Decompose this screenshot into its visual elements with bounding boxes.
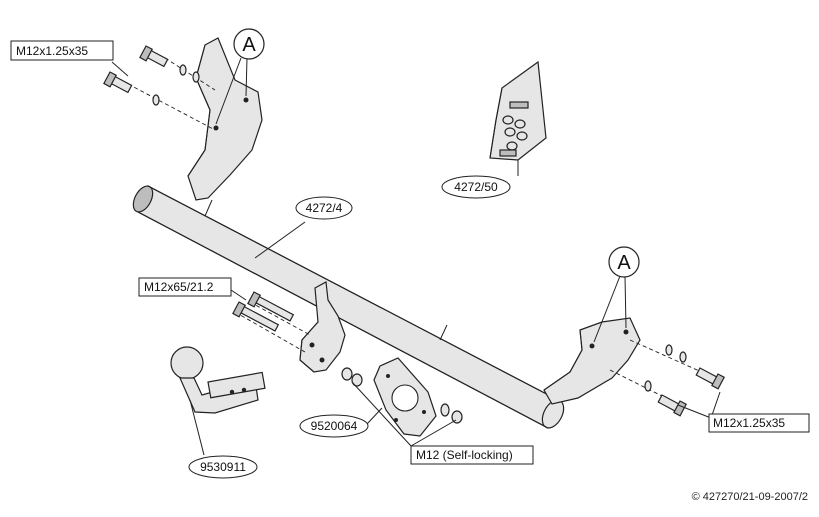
label-m12x1-25x35-right: M12x1.25x35 <box>708 413 810 433</box>
nut-icon <box>440 403 450 417</box>
label-self-locking-nut: M12 (Self-locking) <box>410 445 534 465</box>
washer-icon <box>192 71 200 83</box>
mid-left-bolts <box>232 291 311 353</box>
bolt-kit-bag <box>489 60 547 161</box>
detail-a-right: A <box>608 246 640 278</box>
right-bracket <box>543 317 641 405</box>
label-text: 9530911 <box>200 460 246 474</box>
nut-icon <box>451 410 463 424</box>
crossbar-tube <box>132 185 565 429</box>
label-crossbar: 4272/4 <box>295 196 353 220</box>
right-bolts <box>609 339 725 417</box>
label-m12x1-25x35-top-left: M12x1.25x35 <box>10 40 114 61</box>
left-bracket <box>187 37 263 201</box>
leader-lines <box>111 57 721 456</box>
washer-icon <box>665 344 673 356</box>
ball-mount-bracket <box>299 281 346 373</box>
label-text: M12x65/21.2 <box>144 280 214 294</box>
towball <box>170 346 266 414</box>
detail-letter: A <box>242 34 256 56</box>
label-text: 9520064 <box>311 419 358 433</box>
washer-icon <box>179 64 187 76</box>
socket-plate <box>341 357 463 437</box>
washer-icon <box>152 94 160 106</box>
label-text: M12x1.25x35 <box>713 416 785 430</box>
washer-icon <box>679 351 687 363</box>
bolt-lower-right-icon <box>657 394 687 417</box>
bolt-upper-icon <box>139 45 169 68</box>
bolt-mid-lower-icon <box>232 301 280 332</box>
detail-letter: A <box>617 252 631 274</box>
label-socket-plate: 9520064 <box>299 414 369 438</box>
label-text: 4272/50 <box>454 180 498 194</box>
bolt-upper-right-icon <box>695 367 725 390</box>
detail-a-left: A <box>233 28 265 60</box>
bolt-mid-upper-icon <box>247 291 295 322</box>
label-m12x65: M12x65/21.2 <box>138 277 232 297</box>
nut-icon <box>341 367 353 381</box>
washer-icon <box>644 380 652 392</box>
label-bolt-kit: 4272/50 <box>441 175 511 199</box>
label-text: M12x1.25x35 <box>16 44 88 58</box>
bolt-lower-icon <box>103 71 133 94</box>
nut-icon <box>351 373 363 387</box>
label-text: 4272/4 <box>306 201 343 215</box>
label-text: M12 (Self-locking) <box>416 448 513 462</box>
copyright-notice: © 427270/21-09-2007/2 <box>692 491 808 503</box>
label-towball: 9530911 <box>188 455 258 479</box>
top-left-bolts <box>103 45 216 131</box>
